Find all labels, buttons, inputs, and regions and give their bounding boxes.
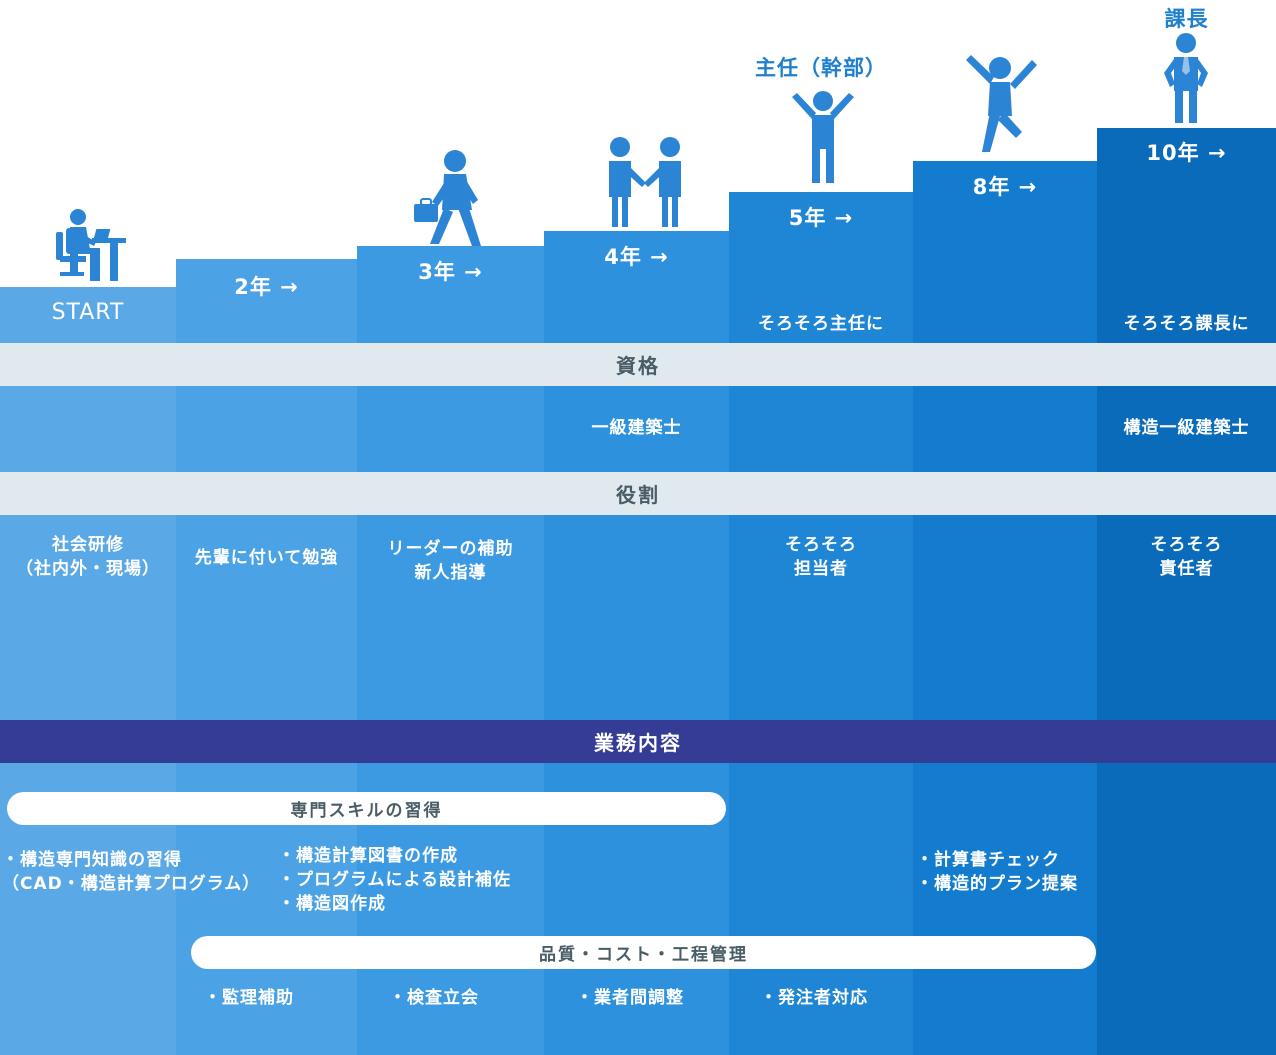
role-10yr-line1: そろそろ [1150,535,1223,555]
pill-quality-cost-schedule: 品質・コスト・工程管理 [191,936,1096,969]
walking-businessman-icon [414,150,481,246]
qualification-4yr: 一級建築士 [591,418,682,438]
step-column-start [0,287,176,1055]
section-header-role: 役割 [0,472,1276,515]
task-calc-check: ・計算書チェック [916,850,1060,870]
role-10yr-line2: 責任者 [1159,559,1214,579]
task-coordination: ・業者間調整 [576,988,684,1008]
step-column-5yr [729,192,913,1055]
task-client-relations: ・発注者対応 [760,988,868,1008]
step-label-4yr: 4年 → [604,245,669,269]
step-label-10yr: 10年 → [1146,141,1227,165]
handshake-icon [609,137,681,227]
role-10yr: そろそろ 責任者 [1097,533,1276,581]
title-kacho: 課長 [1164,7,1209,31]
task-supervision-assist: ・監理補助 [204,988,294,1008]
task-group-check: ・計算書チェック ・構造的プラン提案 [916,848,1078,896]
role-5yr: そろそろ 担当者 [729,533,913,581]
qualification-10yr: 構造一級建築士 [1123,418,1250,438]
task-group-structure-knowledge: ・構造専門知識の習得 （CAD・構造計算プログラム） [2,848,260,896]
section-header-qualification: 資格 [0,343,1276,386]
title-shunin: 主任（幹部） [755,56,887,80]
step-column-10yr [1097,128,1276,1055]
task-calc-documents: ・構造計算図書の作成 [278,846,458,866]
jumping-person-icon [966,55,1037,152]
role-2yr: 先輩に付いて勉強 [194,548,339,568]
task-cad-program: （CAD・構造計算プログラム） [2,874,261,894]
pill-skill-acquisition: 専門スキルの習得 [7,792,726,825]
role-5yr-line1: そろそろ [785,535,857,555]
cheering-person-icon [792,91,854,183]
step-column-8yr [913,161,1097,1055]
step-label-8yr: 8年 → [972,175,1038,199]
task-structure-drawing: ・構造図作成 [278,894,386,914]
role-start-line1: 社会研修 [52,535,124,555]
role-start-line2: （社内外・現場） [16,559,160,579]
task-plan-proposal: ・構造的プラン提案 [916,874,1078,894]
section-header-work: 業務内容 [0,720,1276,763]
step-label-start: START [51,300,125,325]
role-start: 社会研修 （社内外・現場） [0,533,176,581]
role-3yr: リーダーの補助 新人指導 [357,537,544,585]
desk-worker-icon [56,209,126,281]
step-label-3yr: 3年 → [418,260,483,284]
role-3yr-line2: 新人指導 [414,563,487,583]
role-5yr-line2: 担当者 [794,559,848,579]
task-group-calculation: ・構造計算図書の作成 ・プログラムによる設計補佐 ・構造図作成 [278,844,511,916]
standing-manager-icon [1164,33,1208,123]
task-structure-knowledge: ・構造専門知識の習得 [2,850,182,870]
task-program-assist: ・プログラムによる設計補佐 [278,870,511,890]
step-label-5yr: 5年 → [788,206,854,230]
step-column-2yr [176,259,357,1055]
role-3yr-line1: リーダーの補助 [387,539,514,559]
step-note-10yr: そろそろ課長に [1123,314,1250,334]
step-note-5yr: そろそろ主任に [758,314,884,334]
task-inspection: ・検査立会 [389,988,479,1008]
step-label-2yr: 2年 → [234,275,299,299]
